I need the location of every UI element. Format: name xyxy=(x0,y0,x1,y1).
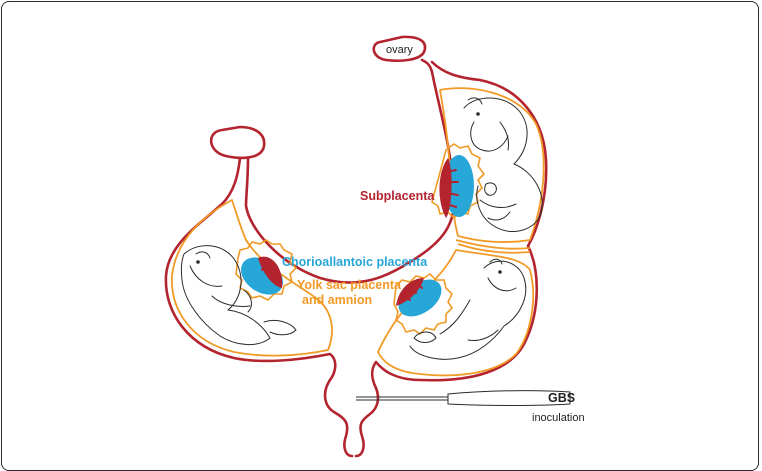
inoculation-label: inoculation xyxy=(532,412,585,424)
uterus-outline xyxy=(164,35,548,458)
chorioallantoic-label: Chorioallantoic placenta xyxy=(282,255,428,269)
placenta-upper-right xyxy=(431,143,486,220)
subplacenta-upper xyxy=(439,158,452,218)
labyrinth-left xyxy=(261,261,279,281)
right-ovary xyxy=(372,35,427,63)
pup-upper-right xyxy=(463,97,543,232)
labyrinth-lower xyxy=(402,281,423,301)
subplacenta-label: Subplacenta xyxy=(360,189,435,203)
cervix-right xyxy=(354,386,380,458)
yolk-sac-upper xyxy=(431,143,486,220)
ovary-label: ovary xyxy=(386,44,413,56)
gbs-label: GBS xyxy=(548,391,575,405)
labyrinth-upper xyxy=(445,169,459,208)
left-horn-outer xyxy=(164,156,337,382)
placenta-lower-right xyxy=(393,272,454,336)
left-horn-inner xyxy=(244,58,456,284)
right-horn-outer xyxy=(370,60,548,390)
right-sac-divider xyxy=(455,239,531,254)
amnion-label: and amnion xyxy=(302,293,372,307)
subplacenta-lower xyxy=(396,278,424,306)
left-ovary xyxy=(209,125,266,160)
syringe-icon xyxy=(356,390,571,406)
cervix-left xyxy=(323,378,354,458)
yolk-sac-left xyxy=(235,239,298,301)
amnion-boundaries xyxy=(171,87,545,377)
placenta-left xyxy=(235,239,298,301)
pup-left xyxy=(180,245,297,345)
pup-lower-right xyxy=(409,258,527,360)
mouse-pup-icon xyxy=(180,97,543,360)
yolk-sac-label: Yolk sac placenta xyxy=(297,278,402,292)
